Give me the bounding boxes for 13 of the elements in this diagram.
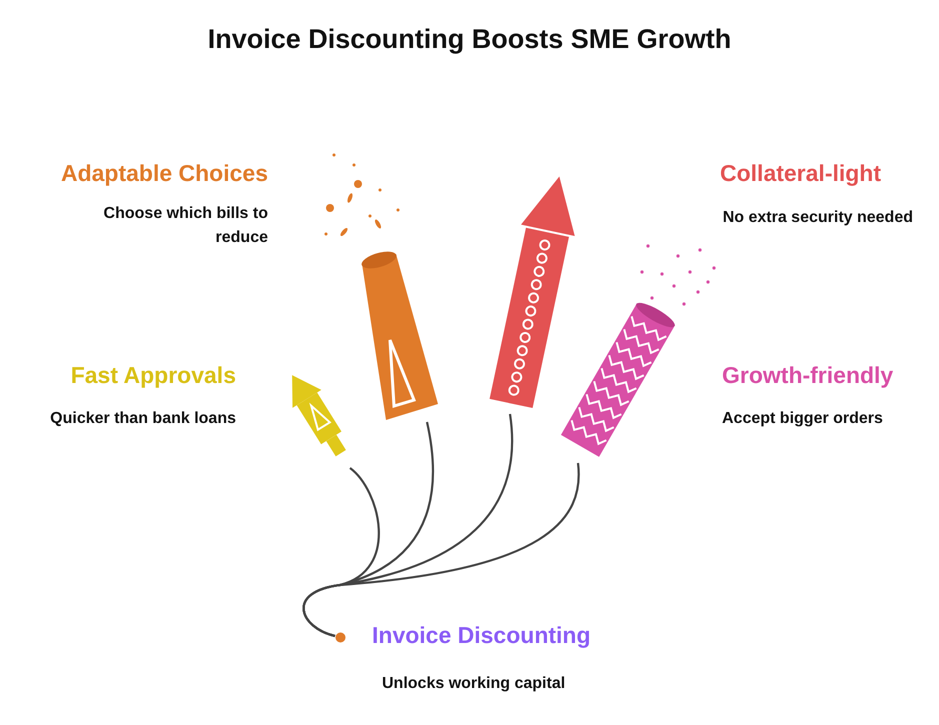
description-text: No extra security needed	[722, 208, 913, 228]
title: Invoice Discounting Boosts SME Growth	[206, 24, 732, 55]
spark-dot	[335, 632, 346, 643]
heading-text: Invoice Discounting	[372, 622, 591, 649]
description-text: Accept bigger orders	[722, 409, 884, 429]
heading-text: Collateral-light	[720, 160, 882, 187]
description-text: Unlocks working capital	[382, 674, 566, 694]
heading-text: Growth-friendly	[722, 362, 894, 389]
description-text: Choose which bills to reduce	[102, 204, 268, 248]
heading-text: Adaptable Choices	[60, 160, 268, 187]
description-text: Quicker than bank loans	[49, 409, 236, 429]
heading-text: Fast Approvals	[70, 362, 236, 389]
fuse-line	[302, 462, 580, 638]
